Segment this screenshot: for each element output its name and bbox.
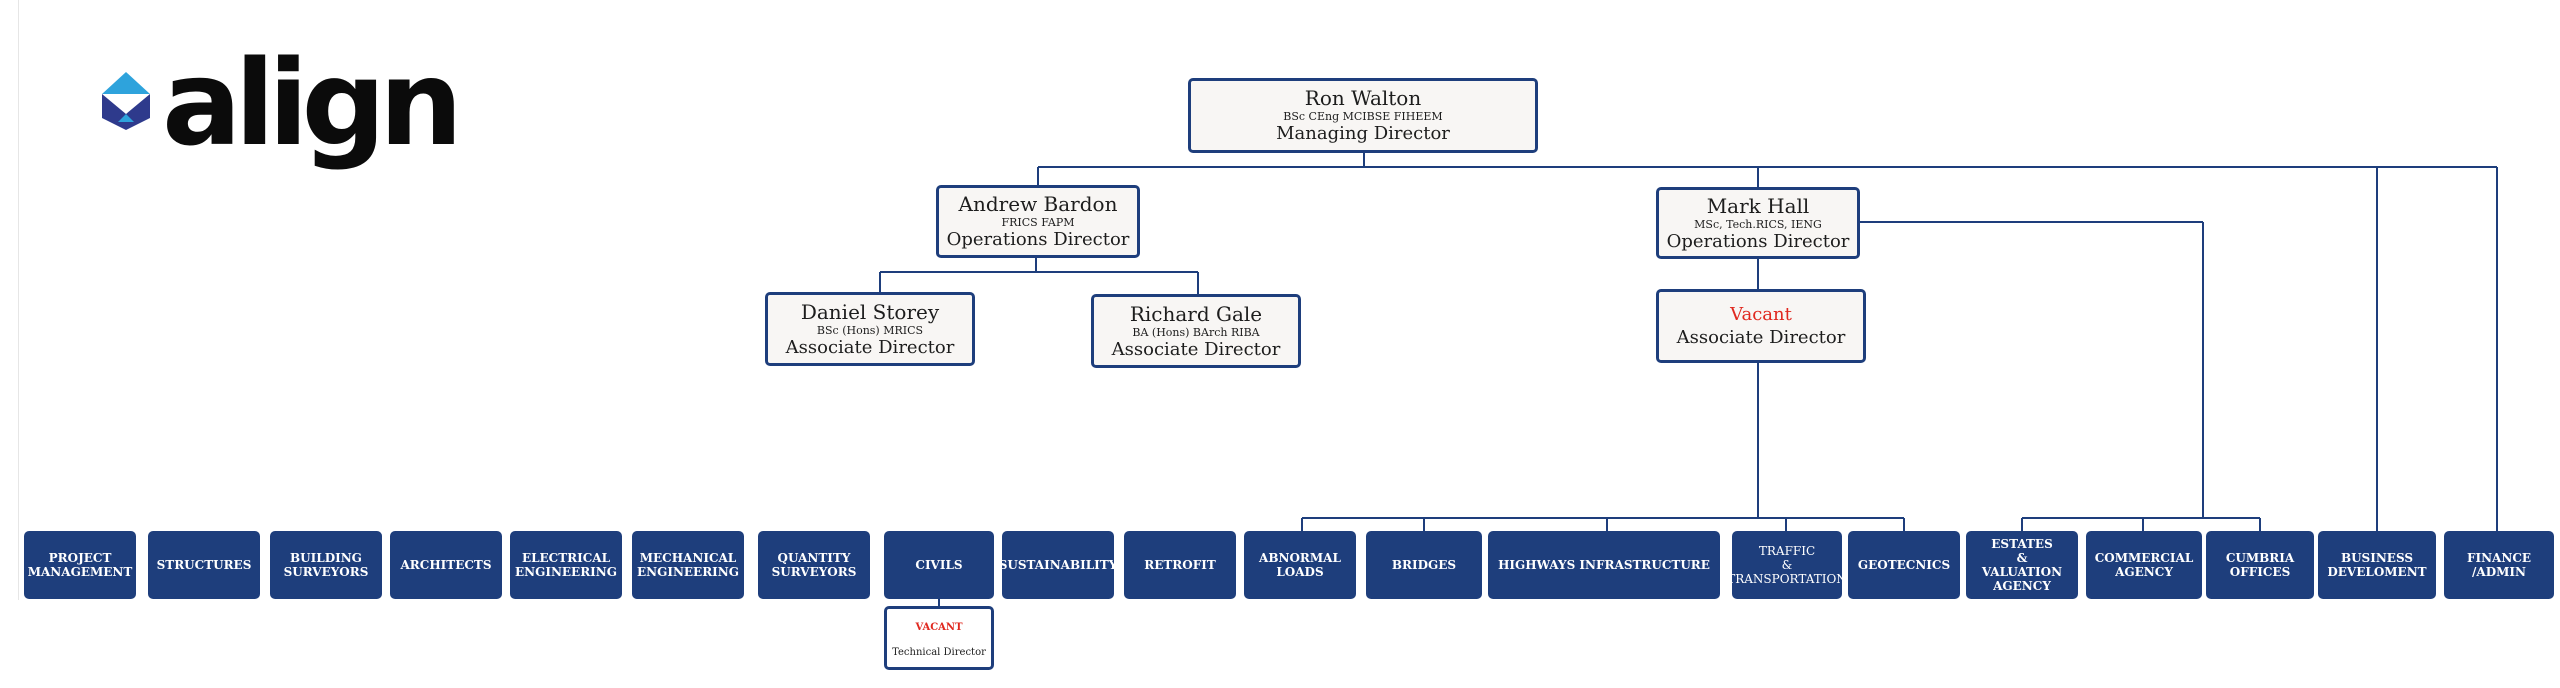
card-associate-director-richard-gale: Richard Gale BA (Hons) BArch RIBA Associ… (1091, 294, 1301, 368)
dept-retrofit: RETROFIT (1124, 531, 1236, 599)
card-qualifications: MSc, Tech.RICS, IENG (1694, 217, 1822, 231)
dept-electrical-engineering: ELECTRICAL ENGINEERING (510, 531, 622, 599)
card-qualifications: BA (Hons) BArch RIBA (1132, 325, 1260, 339)
card-name: Ron Walton (1304, 86, 1422, 110)
dept-architects: ARCHITECTS (390, 531, 502, 599)
card-role: Operations Director (1666, 230, 1850, 252)
align-logo-mark-icon (102, 72, 150, 130)
card-name: Daniel Storey (800, 299, 940, 324)
dept-sustainability: SUSTAINABILITY (999, 531, 1117, 599)
dept-business-development: BUSINESS DEVELOMENT (2318, 531, 2436, 599)
dept-geotecnics: GEOTECNICS (1848, 531, 1960, 599)
dept-abnormal-loads: ABNORMAL LOADS (1244, 531, 1356, 599)
card-qualifications: BSc CEng MCIBSE FIHEEM (1283, 110, 1443, 123)
dept-quantity-surveyors: QUANTITY SURVEYORS (758, 531, 870, 599)
card-operations-director-mark-hall: Mark Hall MSc, Tech.RICS, IENG Operation… (1656, 187, 1860, 259)
card-qualifications: BSc (Hons) MRICS (816, 323, 924, 337)
dept-traffic-transportation: TRAFFIC & TRANSPORTATION (1727, 531, 1847, 599)
dept-project-management: PROJECT MANAGEMENT (24, 531, 136, 599)
card-role: Associate Director (785, 336, 955, 358)
card-role: Operations Director (946, 229, 1130, 250)
dept-estates-valuation-agency: ESTATES & VALUATION AGENCY (1966, 531, 2078, 599)
card-managing-director: Ron Walton BSc CEng MCIBSE FIHEEM Managi… (1188, 78, 1538, 153)
dept-bridges: BRIDGES (1366, 531, 1482, 599)
dept-commercial-agency: COMMERCIAL AGENCY (2086, 531, 2202, 599)
card-name: Mark Hall (1706, 193, 1810, 218)
card-role: Managing Director (1276, 123, 1450, 144)
dept-cumbria-offices: CUMBRIA OFFICES (2206, 531, 2314, 599)
dept-civils: CIVILS (884, 531, 994, 599)
card-vacant-status: Vacant (1730, 304, 1792, 325)
card-role: Associate Director (1676, 327, 1846, 348)
dept-structures: STRUCTURES (148, 531, 260, 599)
card-operations-director-andrew-bardon: Andrew Bardon FRICS FAPM Operations Dire… (936, 185, 1140, 258)
sub-card-vacant-status: VACANT (915, 622, 963, 633)
card-associate-director-vacant: Vacant Associate Director (1656, 289, 1866, 363)
sub-card-role: Technical Director (892, 647, 986, 658)
card-qualifications: FRICS FAPM (1001, 216, 1075, 229)
dept-finance-admin: FINANCE /ADMIN (2444, 531, 2554, 599)
dept-mechanical-engineering: MECHANICAL ENGINEERING (632, 531, 744, 599)
card-technical-director-vacant: VACANT Technical Director (884, 606, 994, 670)
card-associate-director-daniel-storey: Daniel Storey BSc (Hons) MRICS Associate… (765, 292, 975, 366)
card-name: Andrew Bardon (958, 192, 1118, 216)
page-edge-line (18, 0, 19, 600)
card-role: Associate Director (1111, 338, 1281, 360)
dept-building-surveyors: BUILDING SURVEYORS (270, 531, 382, 599)
dept-highways-infrastructure: HIGHWAYS INFRASTRUCTURE (1488, 531, 1720, 599)
align-logo: align (100, 44, 463, 180)
align-logo-wordmark: align (162, 34, 463, 172)
card-name: Richard Gale (1129, 301, 1263, 326)
